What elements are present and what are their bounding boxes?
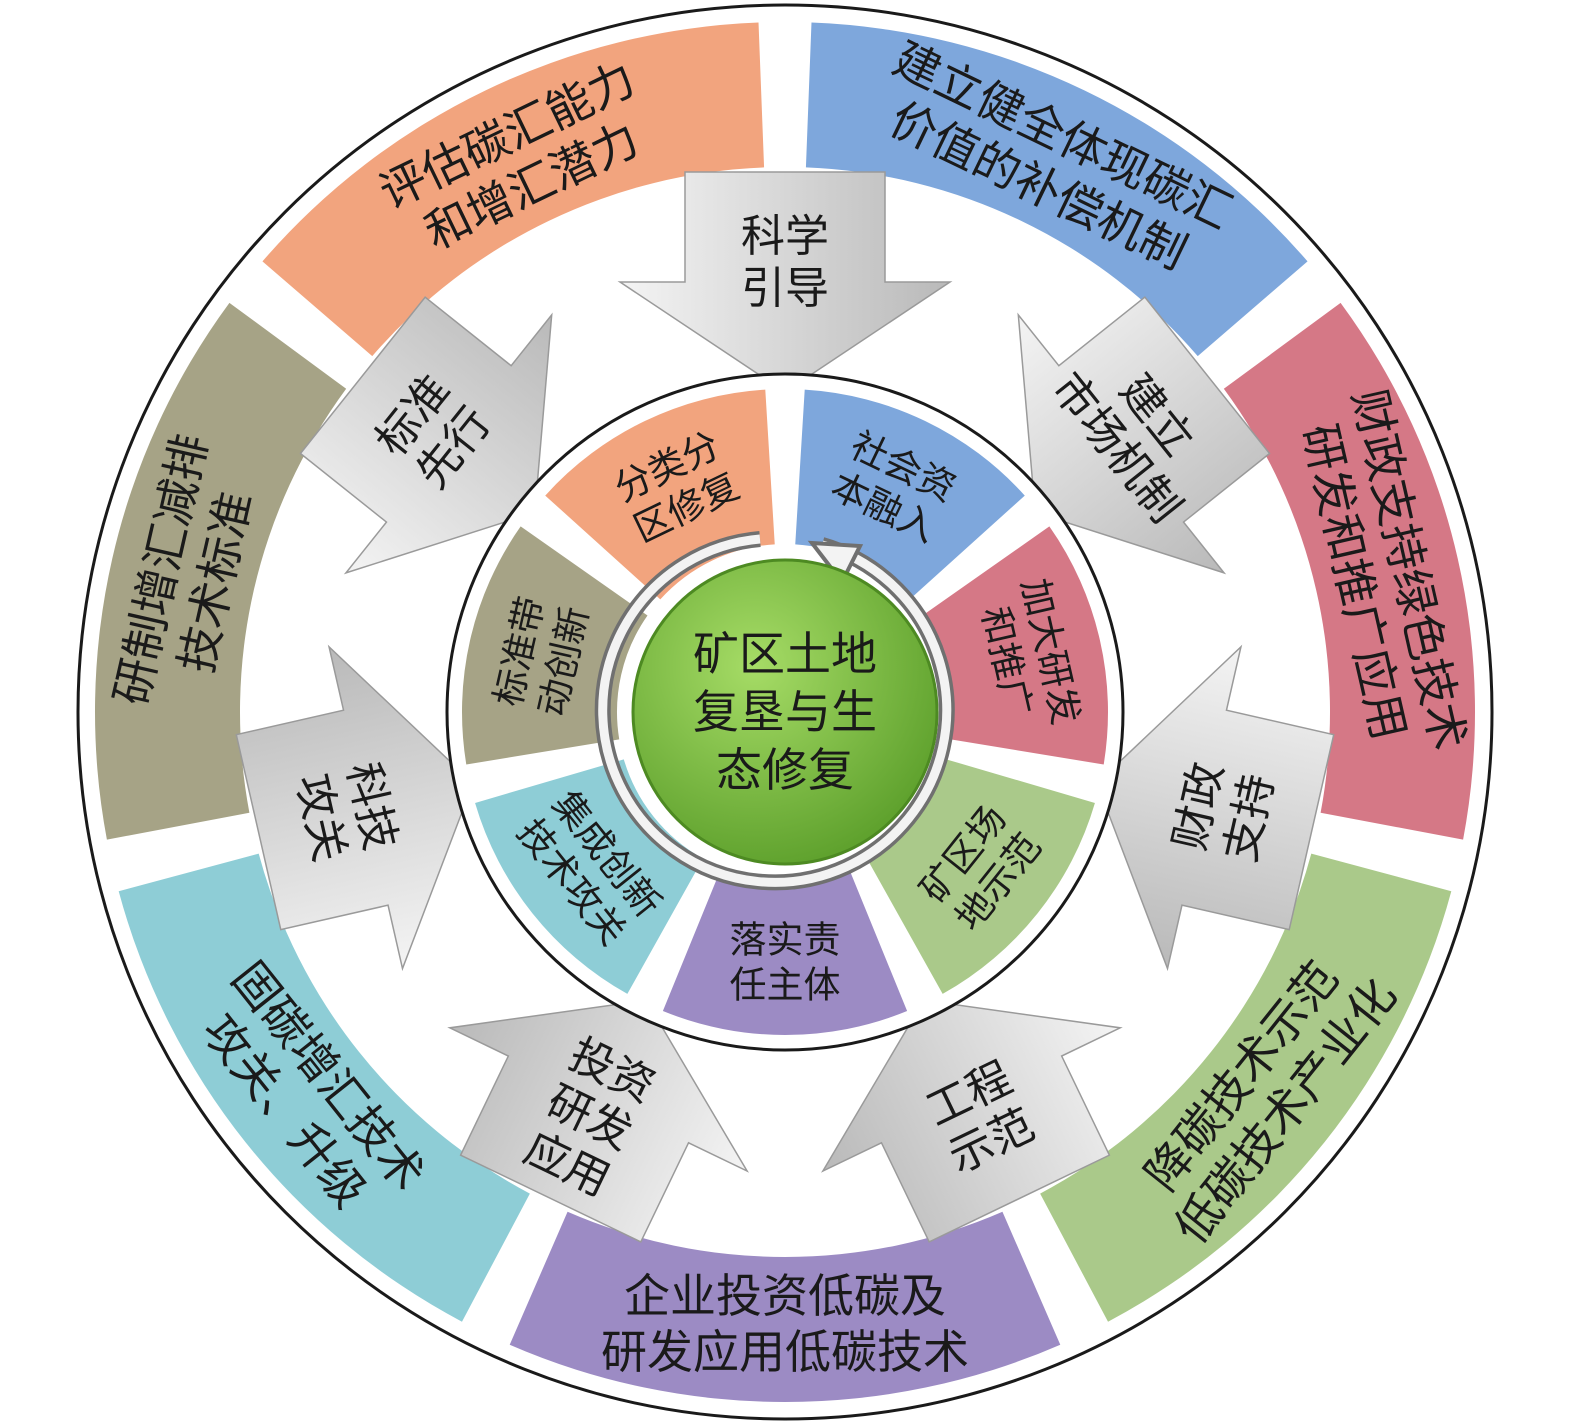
arrow-market: 建立市场机制 (1017, 296, 1271, 575)
text-line: 科学 (741, 211, 829, 262)
arrow-engineering: 工程示范 (821, 999, 1123, 1243)
arrow-engineering-shape (821, 999, 1123, 1243)
arrow-fiscal: 财政支持 (1096, 644, 1335, 972)
arrow-research: 科技攻关 (235, 644, 474, 972)
center-hub: 矿区土地复垦与生态修复 (594, 531, 955, 891)
inner-responsibility-band (662, 867, 908, 1035)
inner-rnd: 加大研发和推广 (922, 526, 1108, 765)
inner-responsibility: 落实责任主体 (662, 867, 908, 1035)
inner-demo-site: 矿区场地示范 (866, 759, 1095, 994)
outer-tech-breakthrough: 固碳增汇技术攻关、升级 (118, 853, 530, 1322)
arrow-standards: 标准先行 (299, 296, 553, 575)
inner-demo-site-band (866, 759, 1095, 994)
outer-demo-industrialization-band (1040, 853, 1452, 1322)
outer-tech-breakthrough-band (118, 853, 530, 1322)
inner-rnd-band (922, 526, 1108, 765)
arrow-market-shape (1017, 296, 1271, 575)
arrow-investment-shape (447, 999, 749, 1243)
text-line: 复垦与生 (693, 685, 877, 739)
center-circle (631, 558, 939, 866)
outer-standards: 研制增汇减排技术标准 (94, 302, 347, 840)
text-line: 态修复 (716, 743, 854, 797)
outer-enterprise-investment-label: 企业投资低碳及研发应用低碳技术 (601, 1269, 969, 1379)
outer-fiscal-green-tech-band (1223, 302, 1475, 840)
arrow-science-shape (617, 171, 953, 393)
cycle-arrow-inner-icon (598, 534, 952, 887)
text-line: 研发应用低碳技术 (601, 1325, 969, 1379)
text-line: 引导 (741, 263, 829, 314)
arrow-science-label: 科学引导 (741, 211, 829, 314)
arrow-science: 科学引导 (617, 171, 953, 393)
text-line: 任主体 (730, 963, 841, 1006)
inner-ring: 社会资本融入加大研发和推广矿区场地示范落实责任主体集成创新技术攻关标准带动创新分… (461, 389, 1108, 1035)
center-label: 矿区土地复垦与生态修复 (693, 627, 877, 797)
outer-enterprise-investment: 企业投资低碳及研发应用低碳技术 (509, 1211, 1061, 1402)
outer-assessment-band (262, 22, 765, 357)
cycle-arrow-head-icon (807, 540, 864, 586)
text-line: 矿区土地 (693, 627, 877, 681)
arrow-fiscal-shape (1096, 644, 1335, 972)
outer-compensation-band (805, 22, 1308, 357)
text-line: 企业投资低碳及 (624, 1269, 946, 1323)
inner-responsibility-label: 落实责任主体 (730, 918, 841, 1006)
arrow-standards-shape (299, 296, 553, 575)
arrow-research-shape (235, 644, 474, 972)
outer-standards-band (94, 302, 347, 840)
text-line: 落实责 (730, 918, 841, 961)
outer-enterprise-investment-band (509, 1211, 1061, 1402)
